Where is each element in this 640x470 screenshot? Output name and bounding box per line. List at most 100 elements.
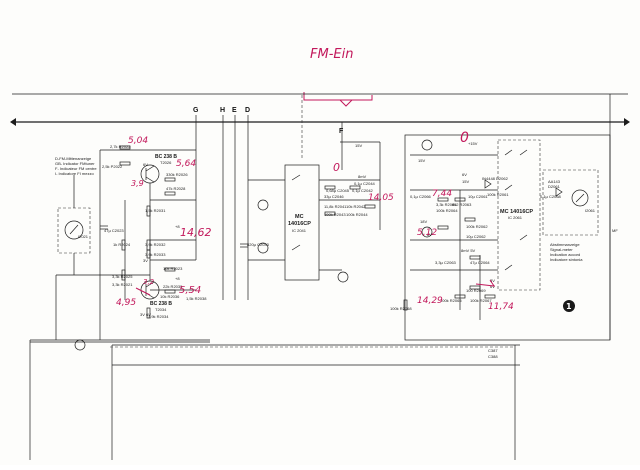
voltage-3v-6v: 3V 6V: [140, 312, 151, 317]
pen-arrow-top: [339, 99, 353, 107]
signal-meter-line-2: Signal-meter: [550, 247, 573, 252]
component-r2064: 100k R2064: [436, 208, 458, 213]
voltage-3v-a: 3V: [143, 258, 148, 263]
voltage-6v-a: 6V: [143, 162, 148, 167]
node-c8: [257, 199, 269, 211]
signal-meter-line-4: Indicatore sintonia: [550, 257, 583, 262]
signal-meter-diode: D2061: [548, 184, 561, 189]
tuning-indicator-line-4: I- Indicatore FI mezzo: [55, 171, 94, 176]
voltage-plus15v: +15V: [468, 141, 478, 146]
signal-meter-ref: I2061: [585, 208, 596, 213]
diode-d2061-icon: [555, 187, 563, 197]
component-r2069: 100 R2069: [466, 288, 486, 293]
measurement-14: 11,74: [488, 302, 514, 312]
signal-meter-part: AA143: [548, 179, 561, 184]
component-r2032: 3,9k R2032: [145, 242, 166, 247]
voltage-18v: 18V: [420, 219, 427, 224]
component-r2033: 3,9k R2033: [145, 252, 166, 257]
component-c2033: 820µ C2033: [247, 242, 270, 247]
component-c2023: 47µ C2023: [104, 228, 124, 233]
measurement-10: 0: [460, 130, 469, 146]
tuning-indicator-line-1: D-FM-Mittenanzeige: [55, 156, 92, 161]
measurement-13: 14,29: [417, 296, 443, 306]
component-r2026: 330k R2026: [166, 172, 188, 177]
voltage-15v-right: 15V: [418, 158, 425, 163]
transistor-t2026-type: BC 238 B: [155, 154, 177, 160]
ic-2041-part: 14016CP: [288, 221, 311, 227]
tuning-indicator-line-3: F- Indicateur FM centre: [55, 166, 97, 171]
measurement-11: 7,44: [432, 189, 452, 199]
voltage-6v-b: 6V: [490, 284, 495, 289]
component-p2022: 2,5k P2022: [102, 164, 123, 169]
node-c13: [421, 226, 433, 238]
node-c9: [257, 242, 269, 254]
component-r2034: 3,9k R2034: [148, 314, 169, 319]
voltage-plus8-b: +8: [175, 276, 180, 281]
node-c11: [74, 339, 86, 351]
voltage-8mv-center: 8mV: [358, 174, 367, 179]
handwritten-title: FM-Ein: [310, 47, 353, 62]
transistor-t2034-type: BC 238 B: [150, 301, 172, 307]
voltage-3v-right: 3V: [490, 278, 495, 283]
component-c2066: 0,1µ C2066: [410, 194, 432, 199]
component-c2046: 33µ C2046: [324, 194, 344, 199]
pen-mark-left: [135, 287, 151, 296]
measurement-2: 5,64: [176, 159, 196, 169]
component-c387: C387: [488, 348, 498, 353]
measurement-6: 3,2: [143, 278, 155, 286]
mf-label: MF: [612, 228, 618, 233]
ic-2041-body: [284, 164, 320, 281]
component-r2041: 11,8k R2041: [324, 204, 347, 209]
pen-mark-top: [303, 92, 373, 101]
node-c10: [337, 271, 349, 283]
component-c2042: 0,1µ C2042: [352, 188, 374, 193]
tuning-meter-box: [57, 207, 91, 254]
measurement-9: 14,05: [368, 193, 394, 203]
signal-meter-box: [542, 169, 599, 236]
bus-arrow-left: [10, 118, 16, 126]
signal-meter-line-1: Abstimmanzeige: [550, 242, 580, 247]
component-r2065: 100k R2065: [440, 298, 462, 303]
component-r2022: 2,7k R2022: [110, 144, 131, 149]
voltage-15v-center: 15V: [355, 143, 362, 148]
transistor-t2034-ref: T2034: [155, 307, 167, 312]
ic-2061-name: MC 14016CP: [500, 209, 533, 215]
component-r2038: 1,5k R2038: [186, 296, 207, 301]
voltage-6v-right: 6V: [462, 172, 467, 177]
component-r2021: 3,3k R2021: [112, 282, 133, 287]
component-c2045: 0,68µ C2045: [326, 188, 350, 193]
transistor-t2026-ref: T2026: [160, 160, 172, 165]
voltage-8mv-right: 8mV 5V: [461, 248, 476, 253]
component-d2062: IN4448 D2062: [482, 176, 509, 181]
bus-label-f: F: [339, 128, 344, 135]
voltage-8v: 8V: [427, 232, 432, 237]
bus-label-g: G: [193, 107, 199, 114]
measurement-7: 4,95: [116, 298, 136, 308]
tuning-meter-ref: I2021: [78, 234, 89, 239]
component-r2028: 47k R2028: [166, 186, 186, 191]
component-c2044: 0,1µ C2044: [354, 181, 376, 186]
component-c2063: 3,3µ C2063: [435, 260, 457, 265]
node-c12: [421, 139, 433, 151]
bus-label-d: D: [245, 107, 250, 114]
section-number-badge: [563, 300, 575, 312]
component-r2042: 10k R2042: [346, 204, 366, 209]
voltage-plus8-a: +8: [175, 224, 180, 229]
right-panel-frame: [404, 134, 611, 341]
measurement-1: 5,04: [128, 136, 148, 146]
component-c2068: 0,1µ C2068: [540, 194, 562, 199]
measurement-4: 14,62: [180, 226, 212, 239]
component-r2066: 3,3k R2066: [436, 202, 457, 207]
component-r2036: 10k R2036: [160, 294, 180, 299]
signal-meter-icon: [571, 189, 589, 207]
component-r2035: 22k R2035: [163, 284, 183, 289]
component-r2031: 1,5k R2031: [145, 208, 166, 213]
component-r2024: 1k R2024: [113, 242, 131, 247]
component-r2063: 8k2 R2063: [452, 202, 472, 207]
tuning-meter-icon: [64, 220, 84, 240]
signal-meter-line-3: Indication accord: [550, 252, 580, 257]
bus-arrow-right: [624, 118, 630, 126]
component-c2061: 10µ C2061: [468, 194, 488, 199]
